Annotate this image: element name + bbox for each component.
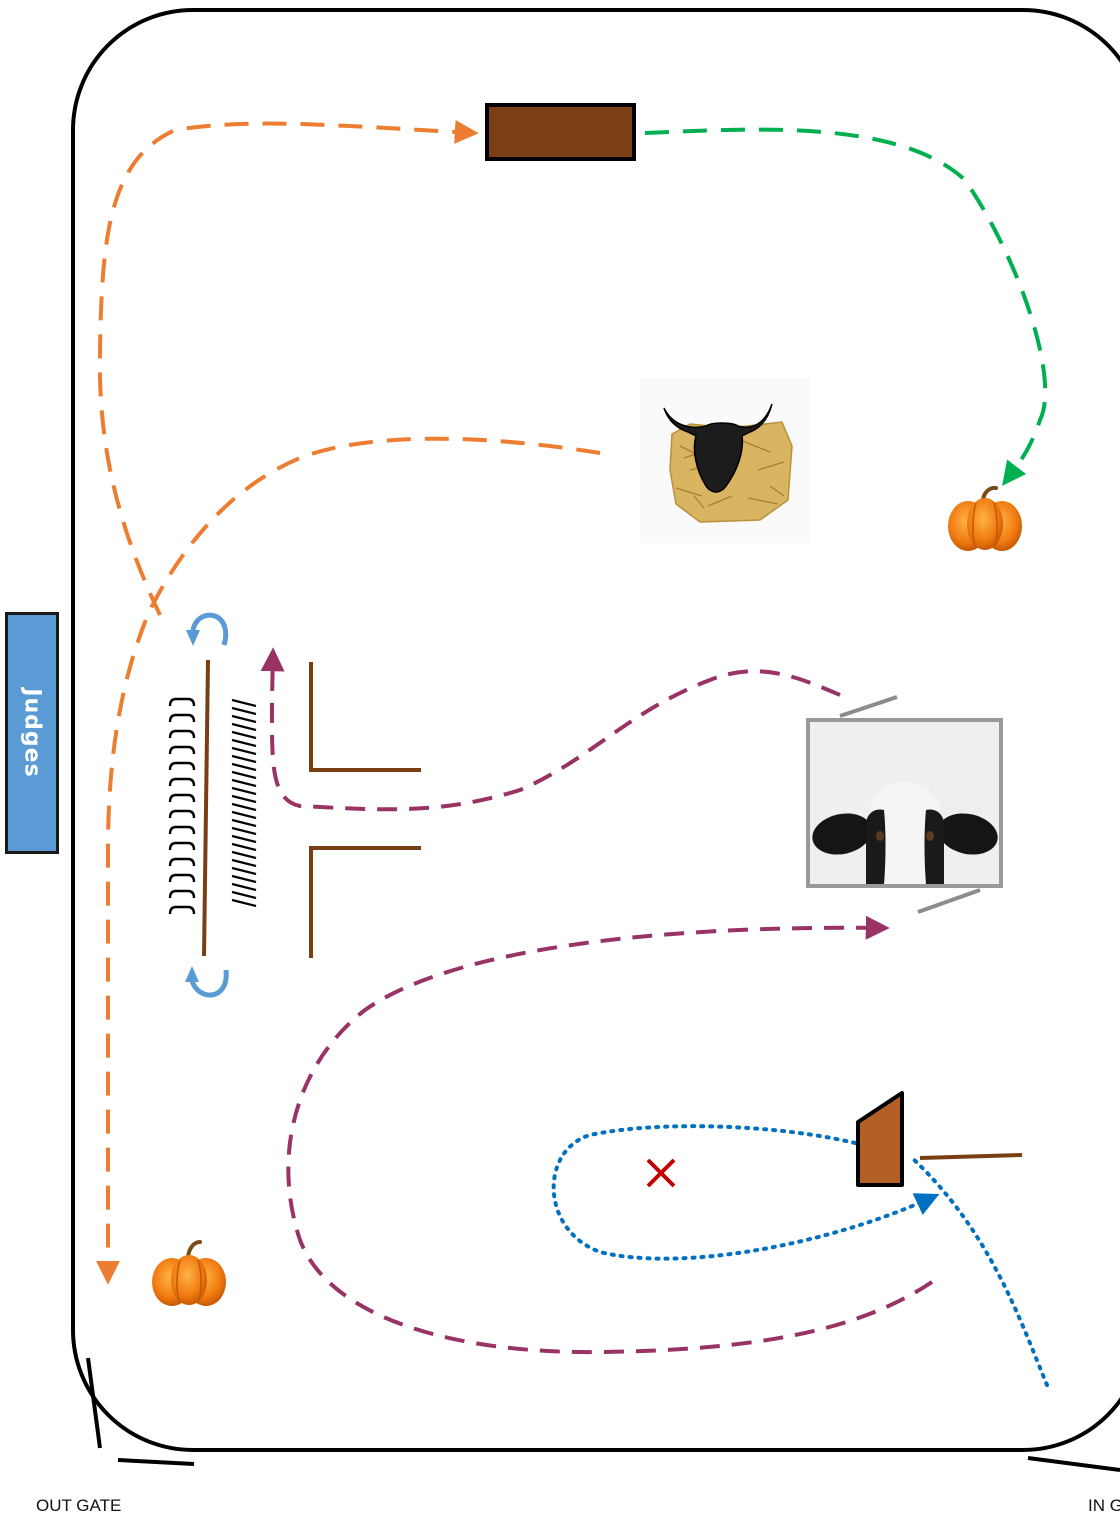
turn-arrow-bottom [185, 966, 226, 995]
purple-route-chute [272, 652, 840, 809]
wooden-box-obstacle [487, 105, 634, 159]
target-x-mark [648, 1160, 674, 1186]
chute-walls [311, 662, 421, 958]
bridge-obstacle [170, 615, 256, 995]
pumpkin-upper-right [948, 488, 1022, 551]
pumpkin-lower-left [152, 1242, 226, 1306]
judges-label: Judges [20, 688, 45, 777]
in-gate [1028, 1458, 1120, 1470]
gate-rail [920, 1155, 1022, 1158]
steer-dummy-on-hay-bale [640, 378, 810, 543]
turn-arrow-top [186, 615, 226, 646]
cow-head-sign [808, 697, 1002, 912]
in-gate-label: IN GATE [1088, 1496, 1120, 1516]
bridge-right-hatching [232, 700, 256, 906]
out-gate-label: OUT GATE [36, 1496, 121, 1516]
orange-route-to-box [100, 124, 474, 615]
judges-stand: Judges [5, 612, 59, 854]
gate-panel [858, 1093, 902, 1185]
bridge-left-rungs [170, 699, 194, 914]
blue-dotted-route-in [910, 1156, 1047, 1385]
